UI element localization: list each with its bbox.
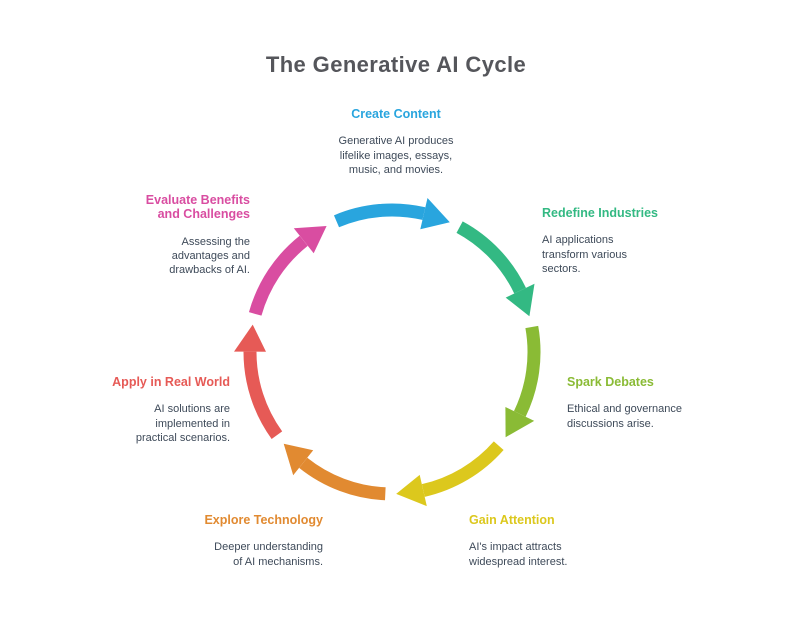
arrowhead (417, 195, 453, 232)
stage-evaluate-benefits-and-challenges: Evaluate Benefits and Challenges Assessi… (80, 193, 250, 278)
arrowhead (393, 472, 430, 509)
stage-create-content: Create Content Generative AI produces li… (286, 107, 506, 177)
arrow-shaft (456, 221, 526, 294)
arrowhead (502, 404, 537, 440)
arrow-shaft (333, 203, 426, 228)
stage-title: Spark Debates (567, 375, 654, 389)
stage-redefine-industries: Redefine Industries AI applications tran… (542, 206, 692, 276)
cycle-arrow-6 (245, 223, 330, 317)
cycle-arrow-0 (332, 195, 453, 232)
stage-explore-technology: Explore Technology Deeper understanding … (163, 513, 323, 569)
arrowhead (231, 322, 269, 355)
stage-description: AI applications transform various sector… (542, 234, 627, 275)
stage-title: Redefine Industries (542, 206, 658, 220)
arrow-shaft (421, 441, 504, 497)
stage-spark-debates: Spark Debates Ethical and governance dis… (567, 375, 727, 431)
arrow-shaft (248, 235, 308, 316)
stage-description: Assessing the advantages and drawbacks o… (169, 235, 250, 277)
cycle-arrow-1 (454, 217, 537, 319)
stage-title: Explore Technology (204, 513, 323, 527)
stage-title: Gain Attention (469, 513, 555, 527)
stage-gain-attention: Gain Attention AI's impact attracts wide… (469, 513, 629, 569)
cycle-arrow-2 (502, 325, 545, 440)
stage-description: Deeper understanding of AI mechanisms. (214, 541, 323, 568)
arrow-shaft (513, 325, 541, 417)
stage-description: AI solutions are implemented in practica… (135, 403, 230, 444)
stage-description: Ethical and governance discussions arise… (567, 403, 682, 430)
cycle-arrow-4 (281, 441, 387, 505)
stage-title: Apply in Real World (112, 375, 230, 389)
stage-description: AI's impact attracts widespread interest… (469, 541, 568, 568)
arrow-shaft (299, 457, 386, 501)
cycle-arrow-3 (393, 438, 507, 509)
stage-apply-in-real-world: Apply in Real World AI solutions are imp… (70, 375, 230, 445)
page-title: The Generative AI Cycle (265, 52, 527, 77)
arrowhead (291, 223, 330, 256)
stage-title: Create Content (351, 107, 441, 121)
arrow-shaft (243, 351, 283, 440)
stage-description: Generative AI produces lifelike images, … (338, 135, 454, 176)
stage-title: Evaluate Benefits and Challenges (145, 193, 250, 222)
cycle-arrow-5 (231, 322, 286, 442)
